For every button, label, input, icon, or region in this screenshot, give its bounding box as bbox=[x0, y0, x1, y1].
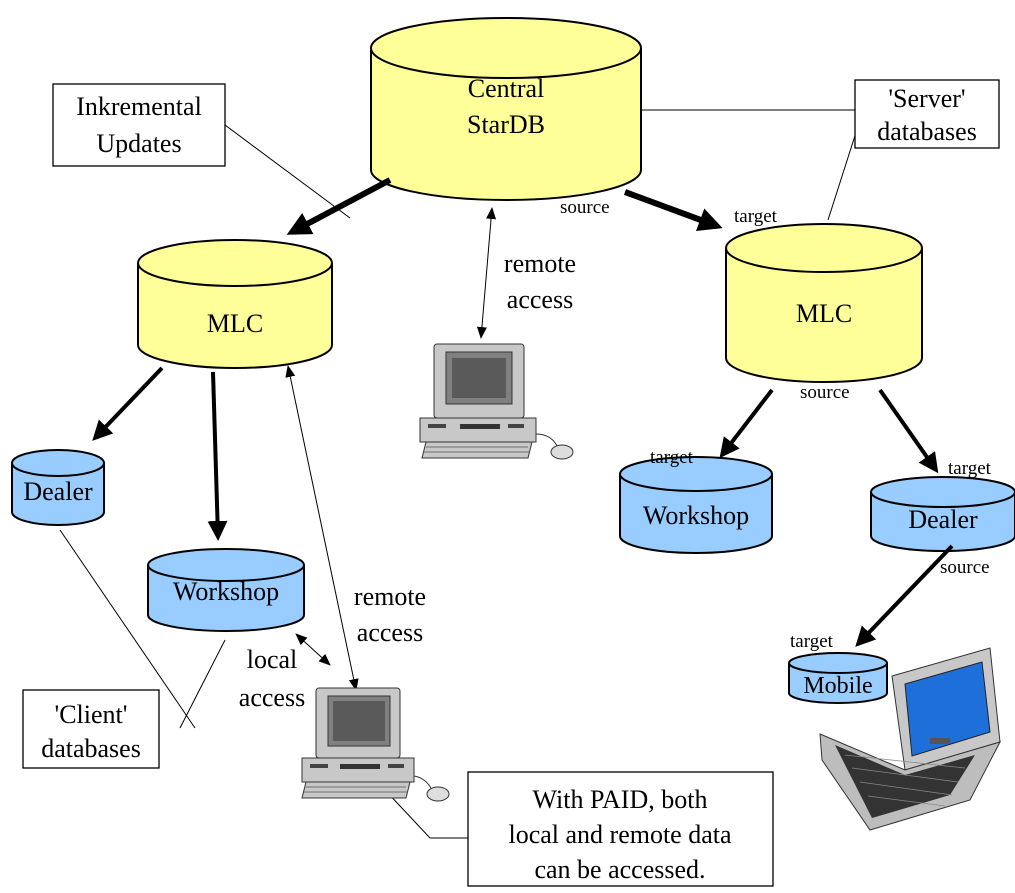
workshop-left-label: Workshop bbox=[173, 577, 279, 606]
remote-access-center-line1: remote bbox=[504, 249, 576, 278]
central-db-label-line2: StarDB bbox=[467, 110, 545, 139]
local-access-line2: access bbox=[239, 683, 305, 712]
client-callout-line2: databases bbox=[41, 734, 141, 763]
central-stardb-database: Central StarDB bbox=[370, 17, 642, 201]
dealer-left-database: Dealer bbox=[11, 449, 105, 526]
access-arrows bbox=[285, 207, 497, 691]
source-label-central: source bbox=[560, 197, 610, 218]
client-callout-line1: 'Client' bbox=[55, 700, 128, 729]
replication-arrows bbox=[92, 177, 954, 647]
target-label-mlc-right: target bbox=[734, 206, 778, 227]
target-label-dealer-right: target bbox=[948, 458, 992, 479]
incremental-callout-line1: Inkremental bbox=[76, 92, 202, 121]
dealer-right-database: Dealer bbox=[870, 476, 1015, 552]
desktop-computer-icon bbox=[301, 687, 450, 802]
mobile-database: Mobile bbox=[788, 652, 888, 704]
dealer-right-label: Dealer bbox=[908, 505, 978, 534]
dealer-left-label: Dealer bbox=[23, 477, 93, 506]
mlc-left-database: MLC bbox=[137, 239, 333, 369]
mobile-label: Mobile bbox=[803, 673, 872, 699]
mlc-left-label: MLC bbox=[207, 309, 263, 338]
incremental-callout-line2: Updates bbox=[96, 129, 181, 158]
paid-note-line3: can be accessed. bbox=[534, 855, 705, 884]
workshop-right-label: Workshop bbox=[643, 501, 749, 530]
paid-note-line2: local and remote data bbox=[508, 820, 732, 849]
server-callout-line1: 'Server' bbox=[888, 84, 965, 113]
source-label-dealer-right: source bbox=[940, 557, 990, 578]
mlc-right-database: MLC bbox=[725, 223, 923, 383]
local-access-line1: local bbox=[247, 645, 298, 674]
source-label-mlc-right: source bbox=[800, 382, 850, 403]
paid-note-line1: With PAID, both bbox=[533, 785, 708, 814]
paid-note-callout: With PAID, both local and remote data ca… bbox=[467, 771, 774, 887]
workshop-left-database: Workshop bbox=[147, 548, 305, 632]
target-label-workshop-right: target bbox=[650, 447, 694, 468]
desktop-computer-icon bbox=[419, 343, 574, 460]
source-target-labels: source target source target target sourc… bbox=[560, 197, 992, 652]
workshop-right-database: Workshop bbox=[619, 456, 773, 554]
laptop-computer-icon bbox=[819, 647, 1001, 831]
remote-access-center-line2: access bbox=[507, 285, 573, 314]
server-callout-line2: databases bbox=[877, 117, 977, 146]
central-db-label-line1: Central bbox=[468, 74, 545, 103]
remote-access-left-line1: remote bbox=[354, 582, 426, 611]
server-databases-callout: 'Server' databases bbox=[854, 79, 1000, 149]
remote-access-left-line2: access bbox=[357, 618, 423, 647]
target-label-mobile: target bbox=[790, 631, 834, 652]
access-labels: remote access remote access local access bbox=[239, 249, 576, 712]
mlc-right-label: MLC bbox=[796, 299, 852, 328]
incremental-updates-callout: Inkremental Updates bbox=[52, 83, 226, 167]
client-databases-callout: 'Client' databases bbox=[22, 689, 160, 769]
